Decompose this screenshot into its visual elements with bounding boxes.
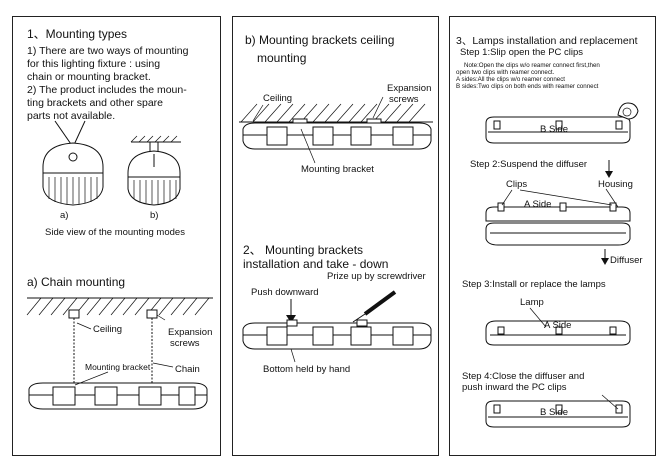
- bracket-ceiling-illustration: [239, 96, 433, 164]
- bracket-expansion-label-1: Expansion: [387, 83, 432, 94]
- note-line2: open two clips with reamer connect.: [456, 69, 555, 76]
- step2-label: Step 2:Suspend the diffuser: [470, 159, 588, 170]
- fixture-a-drawing: [42, 120, 104, 206]
- push-downward-label: Push downward: [251, 287, 319, 298]
- side-view-illustration: [42, 120, 181, 206]
- step2-fixture: [485, 188, 631, 246]
- panel-lamp-installation: 3、Lamps installation and replacement Ste…: [449, 16, 656, 456]
- panel-mounting-types: 1、Mounting types 1) There are two ways o…: [12, 16, 221, 456]
- step4-fixture: [485, 394, 631, 428]
- bracket-mounting-bracket-label: Mounting bracket: [301, 164, 374, 175]
- step4-b-side-label: B Side: [540, 407, 568, 418]
- panel1-heading: 1、Mounting types: [27, 27, 128, 41]
- diffuser-label: Diffuser: [610, 255, 643, 266]
- panel3-heading: 3、Lamps installation and replacement: [456, 35, 638, 47]
- housing-label: Housing: [598, 179, 633, 190]
- panel1-para2-line1: 2) The product includes the moun-: [27, 84, 187, 96]
- note-line3: A sides:All the clips w/o reamer connect: [456, 76, 566, 83]
- step1-label: Step 1:Slip open the PC clips: [460, 47, 584, 58]
- fixture-b-drawing: [127, 135, 181, 206]
- chain-ceiling-label: Ceiling: [93, 324, 123, 335]
- chain-expansion-label-1: Expansion: [168, 327, 213, 338]
- chain-expansion-label-2: screws: [170, 338, 200, 349]
- panel2-heading-line1: b) Mounting brackets ceiling: [245, 33, 395, 47]
- bracket-section-line2: installation and take - down: [243, 257, 389, 271]
- panel-bracket-mounting: b) Mounting brackets ceiling mounting Ce…: [232, 16, 439, 456]
- step2-a-side-label: A Side: [524, 199, 552, 210]
- bracket-takedown-illustration: [242, 290, 432, 363]
- note-line4: B sides:Two clips on both ends with ream…: [456, 83, 599, 90]
- panel2-heading-line2: mounting: [257, 51, 307, 65]
- clips-label: Clips: [506, 179, 528, 190]
- panel1-para1-line2: for this lighting fixture : using: [27, 58, 161, 70]
- figure-label-a: a): [60, 210, 69, 221]
- step1-b-side-label: B Side: [540, 124, 568, 135]
- figure-label-b: b): [150, 210, 159, 221]
- note-line1: Note:Open the clips w/o reamer connect f…: [464, 62, 600, 69]
- side-view-caption: Side view of the mounting modes: [45, 227, 185, 238]
- bracket-section-line1: 2、 Mounting brackets: [243, 243, 364, 257]
- step4-line2: push inward the PC clips: [462, 382, 567, 393]
- step3-a-side-label: A Side: [544, 320, 572, 331]
- chain-mounting-heading: a) Chain mounting: [27, 275, 126, 289]
- panel1-para2-line2: ting brackets and other spare: [27, 97, 163, 109]
- bottom-held-label: Bottom held by hand: [263, 364, 351, 375]
- bracket-expansion-label-2: screws: [389, 94, 419, 105]
- step4-line1: Step 4:Close the diffuser and: [462, 371, 585, 382]
- chain-mounting-bracket-label: Mounting bracket: [85, 362, 151, 372]
- lamp-steps-illustration: [485, 102, 639, 428]
- chain-label: Chain: [175, 364, 200, 375]
- chain-mounting-illustration: [26, 297, 213, 410]
- panel1-para1-line3: chain or mounting bracket.: [27, 71, 151, 83]
- step1-fixture: [485, 102, 639, 144]
- step3-fixture: [485, 307, 631, 346]
- step3-label: Step 3:Install or replace the lamps: [462, 279, 606, 290]
- panel1-para1-line1: 1) There are two ways of mounting: [27, 45, 189, 57]
- prize-up-label: Prize up by screwdriver: [327, 271, 426, 282]
- lamp-label: Lamp: [520, 297, 544, 308]
- bracket-ceiling-label: Ceiling: [263, 93, 293, 104]
- panel1-para2-line3: parts not available.: [27, 110, 116, 122]
